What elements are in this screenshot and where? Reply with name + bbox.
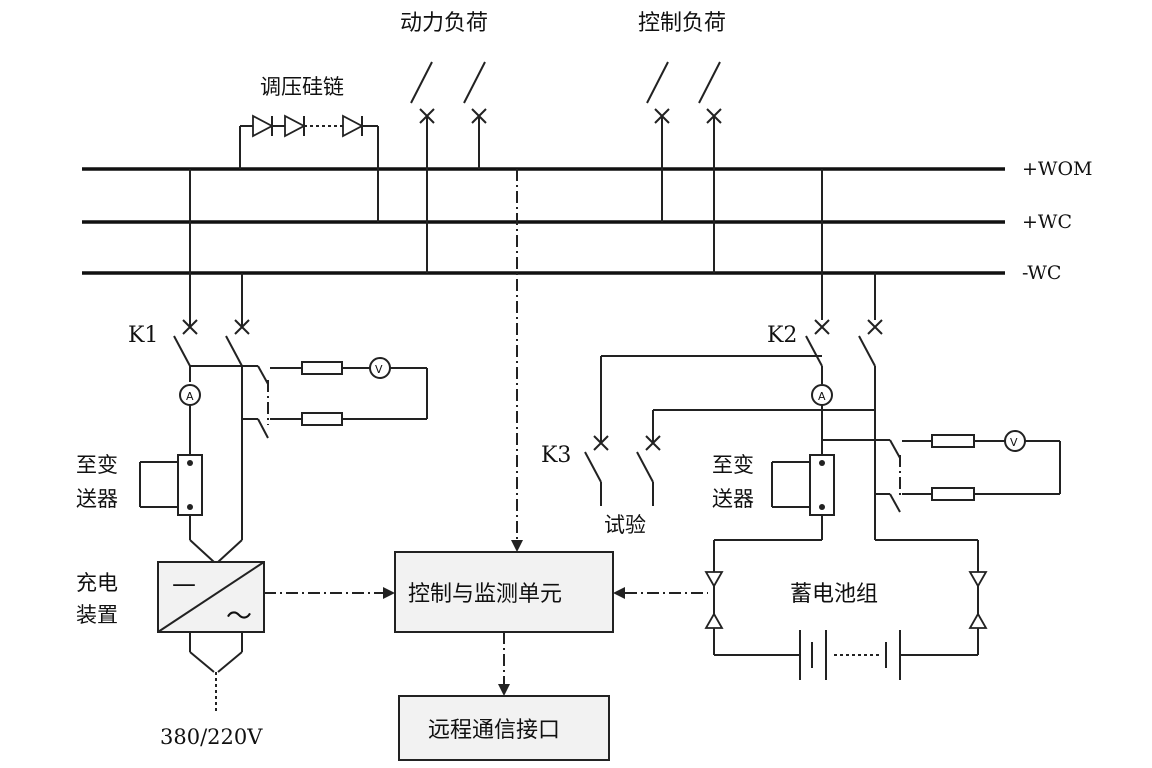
test-label: 试验 [604,513,646,537]
regulator-chain [239,114,379,222]
right-transducer [771,454,835,540]
charger-label-line1: 充电 [76,571,118,595]
charger-device [157,561,265,633]
left-voltmeter-label: V [375,363,383,376]
battery-bank-label: 蓄电池组 [790,582,878,607]
left-transducer-label-line2: 送器 [76,487,118,511]
control-load-switch-2 [698,61,722,273]
control-load-switch-1 [646,61,670,222]
charger-output-wires [189,632,243,712]
right-ammeter-label: A [818,390,826,403]
k3-switch-2 [636,409,875,506]
k1-label: K1 [128,323,158,348]
control-unit-box [394,551,614,633]
remote-interface-box [398,695,610,761]
bus-label-wom: +WOM [1022,158,1092,180]
charger-dc-symbol: — [172,570,196,598]
control-load-label: 控制负荷 [638,11,726,36]
k3-switch-1 [584,355,822,506]
k1-switch-positive [173,169,198,382]
signal-control-unit-to-remote [498,632,510,696]
left-measure-circuit: V [190,357,428,439]
charger-ac-symbol: ～ [226,602,252,632]
k2-switch-positive [805,169,830,384]
right-transducer-label-line1: 至变 [712,453,754,477]
signal-battery-to-control-unit [613,587,708,599]
bus-label-wc-negative: -WC [1022,262,1061,284]
charger-input-wires [189,539,243,563]
left-fuse-lower [301,412,343,426]
bus-label-wc-positive: +WC [1022,211,1072,233]
right-fuse-upper [931,434,975,448]
k3-label: K3 [541,443,571,468]
left-transducer-label-line1: 至变 [76,453,118,477]
right-transducer-label-line2: 送器 [712,487,754,511]
power-load-switch-1 [410,61,435,273]
right-voltmeter-label: V [1010,436,1018,449]
control-unit-label: 控制与监测单元 [408,582,562,607]
signal-charger-to-control-unit [264,587,395,599]
charger-label-line2: 装置 [76,603,118,627]
power-load-switch-2 [463,61,487,169]
left-ammeter-label: A [186,390,194,403]
right-measure-circuit: V [822,430,1061,513]
supply-voltage-label: 380/220V [160,725,263,749]
right-fuse-lower [931,487,975,501]
regulator-label: 调压硅链 [260,75,344,99]
k2-label: K2 [767,323,797,348]
remote-interface-label: 远程通信接口 [428,718,560,743]
battery-bank-circuit [704,539,988,680]
k2-switch-negative [858,273,883,540]
left-fuse-upper [301,361,343,375]
left-transducer [139,454,203,540]
k1-switch-negative [225,273,250,540]
power-load-label: 动力负荷 [400,11,488,36]
signal-bus-to-control-unit [511,169,523,552]
